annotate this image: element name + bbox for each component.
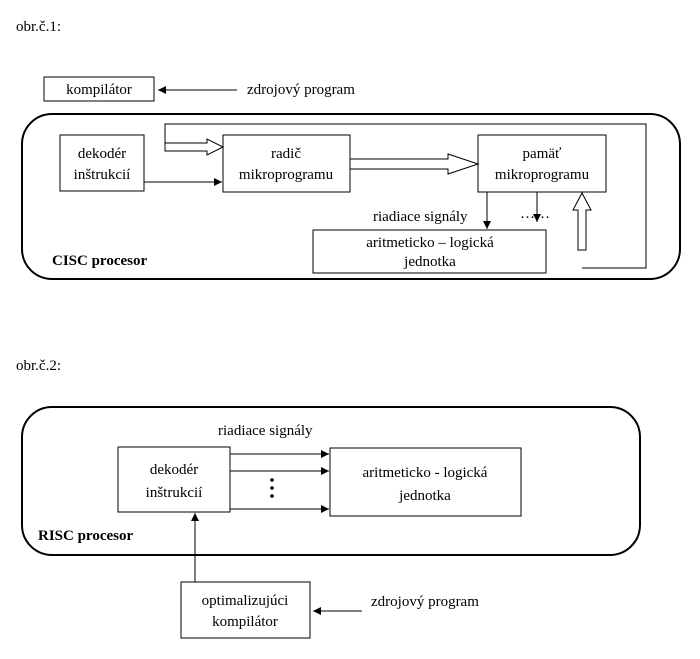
- hollow-arrow-up-into-memory: [572, 191, 592, 251]
- controller-line-2: mikroprogramu: [239, 167, 334, 183]
- vertical-ellipsis-dot-1: [270, 478, 274, 482]
- control-signals-label: riadiace signály: [373, 209, 468, 225]
- fig2-source-program-label: zdrojový program: [371, 594, 479, 610]
- compiler-box: [43, 76, 155, 102]
- fig2-control-signals-label: riadiace signály: [218, 423, 313, 439]
- fig2-alu-line-2: jednotka: [398, 488, 451, 504]
- control-signals-dots: ……: [520, 206, 550, 222]
- controller-line-1: radič: [271, 146, 301, 162]
- memory-box: [477, 134, 607, 193]
- risc-processor-frame: [21, 406, 641, 556]
- decoder-line-2: inštrukcií: [74, 167, 131, 183]
- optimizing-compiler-line-1: optimalizujúci: [202, 593, 289, 609]
- vertical-ellipsis-dot-2: [270, 486, 274, 490]
- hollow-arrow-controller-to-memory: [349, 153, 480, 175]
- cisc-processor-frame: [21, 113, 681, 280]
- hollow-arrow-into-controller: [164, 138, 225, 156]
- decoder-line-1: dekodér: [78, 146, 126, 162]
- vertical-ellipsis-dot-3: [270, 494, 274, 498]
- source-program-label: zdrojový program: [247, 82, 355, 98]
- cisc-processor-label: CISC procesor: [52, 253, 147, 269]
- alu-line-2: jednotka: [403, 254, 456, 270]
- compiler-label: kompilátor: [66, 82, 132, 98]
- risc-processor-label: RISC procesor: [38, 528, 133, 544]
- fig2-decoder-line-1: dekodér: [150, 462, 198, 478]
- alu-line-1: aritmeticko – logická: [366, 235, 494, 251]
- fig2-alu-line-1: aritmeticko - logická: [363, 465, 488, 481]
- alu-box: [312, 229, 547, 274]
- fig2-caption: obr.č.2:: [16, 358, 61, 374]
- controller-box: [222, 134, 351, 193]
- fig2-alu-box: [329, 447, 522, 517]
- fig1-caption: obr.č.1:: [16, 19, 61, 35]
- optimizing-compiler-box: [180, 581, 311, 639]
- memory-line-1: pamäť: [523, 146, 562, 162]
- decoder-box: [59, 134, 145, 192]
- fig2-decoder-line-2: inštrukcií: [146, 485, 203, 501]
- feedback-loop-line: [164, 123, 647, 269]
- optimizing-compiler-line-2: kompilátor: [212, 614, 278, 630]
- memory-line-2: mikroprogramu: [495, 167, 590, 183]
- fig2-decoder-box: [117, 446, 231, 513]
